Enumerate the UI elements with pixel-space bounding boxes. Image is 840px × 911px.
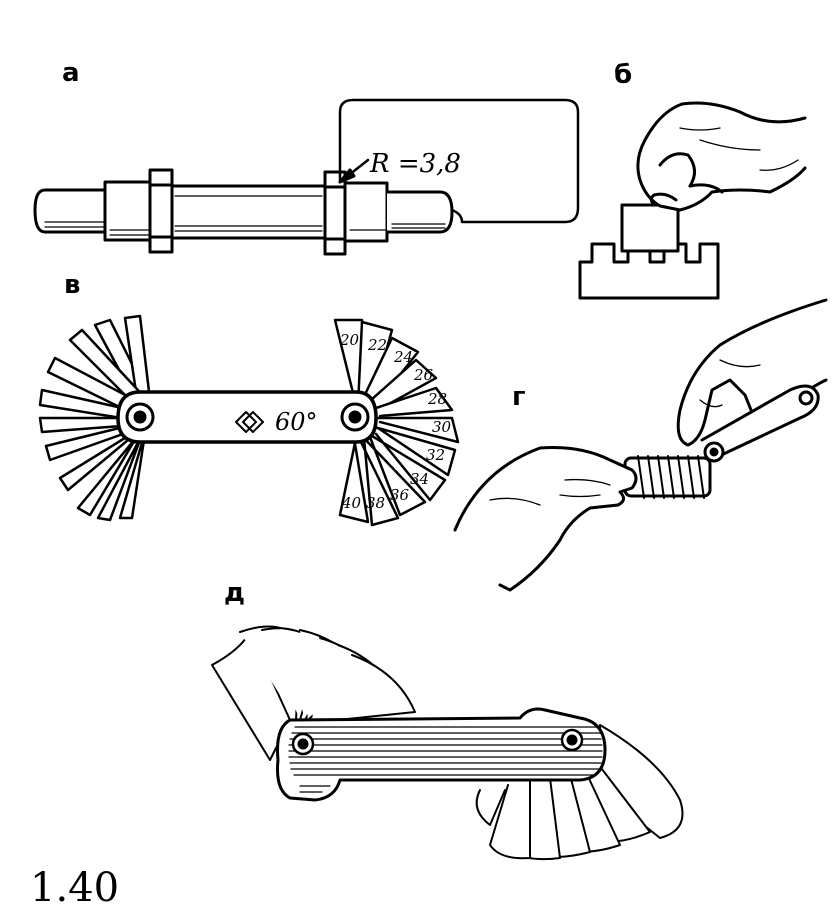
blade-number: 24: [393, 348, 413, 366]
blade-number: 40: [341, 494, 362, 512]
blade-number: 22: [367, 336, 387, 354]
figure-number: 1.40: [30, 865, 120, 911]
hands-checking-thread: [453, 298, 828, 592]
panel-label-g: г: [512, 382, 526, 412]
panel-label-v: в: [64, 270, 81, 300]
blade-number: 20: [339, 331, 360, 349]
hand-pressing-template: [578, 101, 807, 300]
blade-number: 36: [390, 486, 410, 504]
blade-number: 34: [410, 470, 429, 488]
thread-gauge-fan: 60° 20 22 24 26 28 30 32 34 36 38 40: [38, 314, 460, 527]
closed-thread-gauge: [211, 625, 684, 861]
blade-number: 38: [366, 494, 385, 512]
blade-number: 32: [426, 446, 445, 464]
blade-number: 30: [432, 418, 452, 436]
panel-label-b: б: [614, 60, 633, 90]
panel-label-d: д: [224, 578, 245, 608]
radius-label: R =3,8: [369, 149, 461, 179]
gauge-angle-marking: 60°: [275, 408, 318, 436]
panel-label-a: а: [62, 58, 80, 88]
blade-number: 26: [413, 366, 434, 384]
shaft-drawing: R =3,8: [33, 98, 580, 256]
blade-number: 28: [427, 390, 447, 408]
